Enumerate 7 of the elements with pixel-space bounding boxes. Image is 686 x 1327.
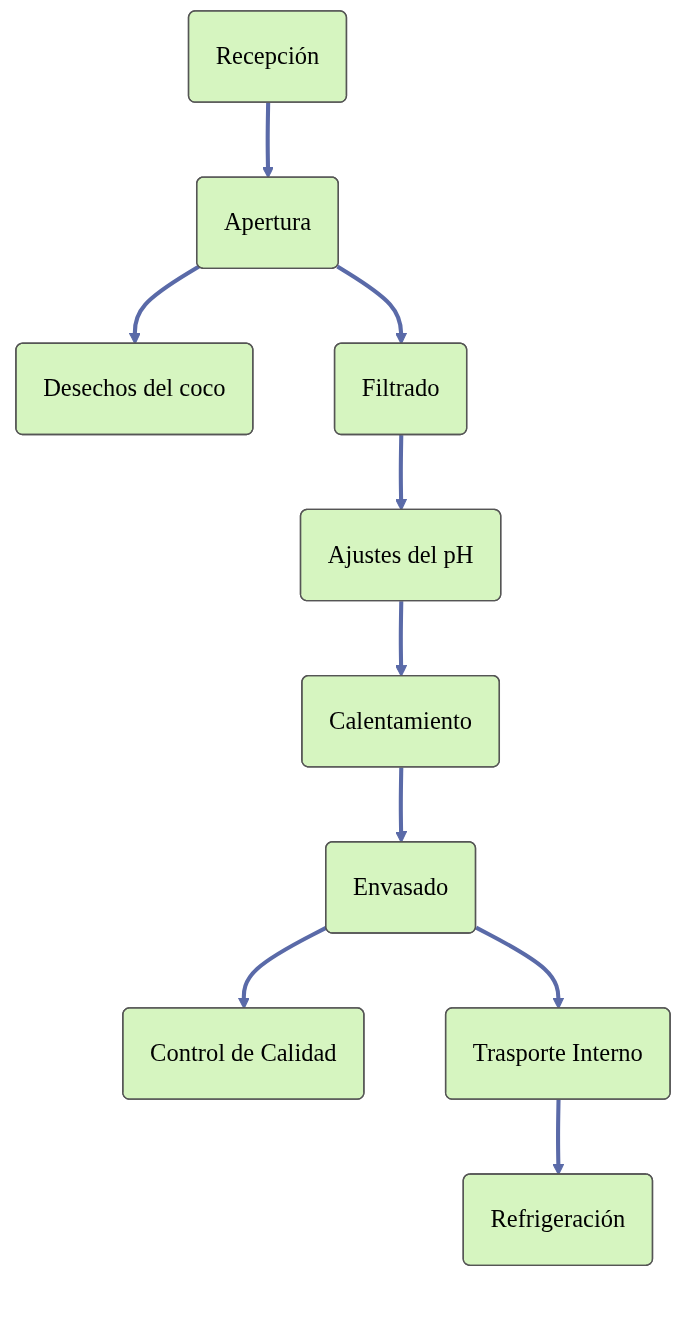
arrow <box>128 264 200 345</box>
arrow <box>262 102 274 179</box>
arrow <box>395 435 408 511</box>
arrow <box>336 264 408 345</box>
arrow <box>395 767 408 843</box>
arrow <box>552 1099 565 1176</box>
arrow <box>395 601 408 677</box>
